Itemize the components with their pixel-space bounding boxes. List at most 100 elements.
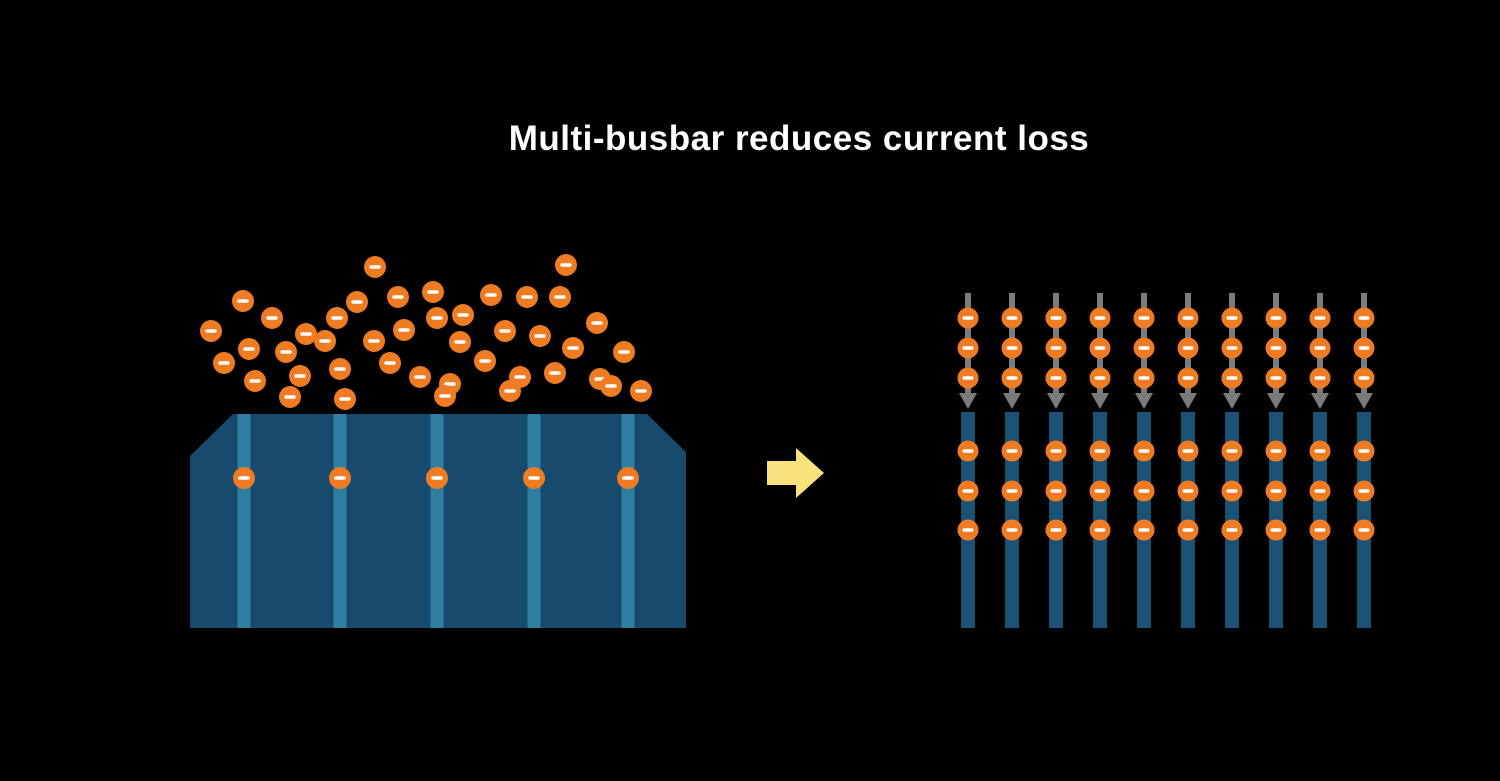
flow-arrow-head-icon: [1267, 393, 1285, 409]
minus-glyph: [479, 359, 491, 363]
electron-icon: [1177, 337, 1199, 359]
electron-icon: [1089, 480, 1111, 502]
flow-arrow-head-icon: [1091, 393, 1109, 409]
minus-glyph: [1358, 376, 1370, 380]
flow-arrow-head-icon: [1223, 393, 1241, 409]
electron-icon: [326, 307, 348, 329]
electron-icon: [1221, 307, 1243, 329]
electron-icon: [232, 290, 254, 312]
minus-glyph: [514, 375, 526, 379]
flow-arrow-head-icon: [1047, 393, 1065, 409]
electron-icon: [1133, 367, 1155, 389]
minus-glyph: [1006, 376, 1018, 380]
electron-icon: [1353, 337, 1375, 359]
electron-icon: [1221, 337, 1243, 359]
electron-icon: [1353, 440, 1375, 462]
minus-glyph: [1182, 449, 1194, 453]
minus-glyph: [591, 321, 603, 325]
electron-icon: [957, 337, 979, 359]
electron-icon: [1353, 307, 1375, 329]
minus-glyph: [962, 528, 974, 532]
electron-icon: [379, 352, 401, 374]
busbar-stripe: [237, 414, 251, 628]
electron-icon: [1265, 337, 1287, 359]
electron-icon: [1001, 480, 1023, 502]
electron-icon: [346, 291, 368, 313]
minus-glyph: [1050, 316, 1062, 320]
minus-glyph: [1226, 489, 1238, 493]
electron-icon: [474, 350, 496, 372]
electron-icon: [1309, 367, 1331, 389]
multi-busbar-cell: [957, 293, 1375, 628]
busbar-stripe: [621, 414, 635, 628]
minus-glyph: [1270, 316, 1282, 320]
electron-icon: [1309, 519, 1331, 541]
electron-icon: [957, 480, 979, 502]
minus-glyph: [1138, 528, 1150, 532]
minus-glyph: [534, 334, 546, 338]
minus-glyph: [1006, 489, 1018, 493]
minus-glyph: [1226, 316, 1238, 320]
electron-icon: [314, 330, 336, 352]
minus-glyph: [243, 347, 255, 351]
minus-glyph: [1138, 316, 1150, 320]
minus-glyph: [1006, 528, 1018, 532]
minus-glyph: [331, 316, 343, 320]
minus-glyph: [1314, 449, 1326, 453]
minus-glyph: [280, 350, 292, 354]
electron-icon: [1133, 480, 1155, 502]
electron-icon: [1265, 367, 1287, 389]
flow-arrow-head-icon: [1355, 393, 1373, 409]
electron-icon: [200, 320, 222, 342]
minus-glyph: [1094, 316, 1106, 320]
minus-glyph: [499, 329, 511, 333]
minus-glyph: [1006, 449, 1018, 453]
electron-icon: [329, 467, 351, 489]
electron-icon: [1133, 519, 1155, 541]
electron-icon: [555, 254, 577, 276]
electron-icon: [434, 385, 456, 407]
electron-icon: [549, 286, 571, 308]
electron-icon: [1089, 367, 1111, 389]
electron-icon: [1133, 307, 1155, 329]
minus-glyph: [431, 476, 443, 480]
electron-icon: [1177, 440, 1199, 462]
minus-glyph: [205, 329, 217, 333]
minus-glyph: [554, 295, 566, 299]
electron-icon: [957, 307, 979, 329]
minus-glyph: [319, 339, 331, 343]
electron-icon: [544, 362, 566, 384]
electron-icon: [1045, 337, 1067, 359]
electron-icon: [1309, 337, 1331, 359]
electron-icon: [422, 281, 444, 303]
minus-glyph: [300, 332, 312, 336]
electron-icon: [275, 341, 297, 363]
electron-icon: [1045, 519, 1067, 541]
minus-glyph: [249, 379, 261, 383]
electron-icon: [1133, 337, 1155, 359]
minus-glyph: [1050, 449, 1062, 453]
electron-icon: [499, 380, 521, 402]
minus-glyph: [1226, 346, 1238, 350]
electron-icon: [261, 307, 283, 329]
electron-icon: [516, 286, 538, 308]
minus-glyph: [549, 371, 561, 375]
minus-glyph: [351, 300, 363, 304]
minus-glyph: [454, 340, 466, 344]
electron-icon: [1353, 367, 1375, 389]
minus-glyph: [1050, 376, 1062, 380]
electron-icon: [957, 440, 979, 462]
electron-icon: [233, 467, 255, 489]
electron-icon: [1221, 367, 1243, 389]
electron-icon: [1309, 307, 1331, 329]
minus-glyph: [414, 375, 426, 379]
flow-arrow-head-icon: [1179, 393, 1197, 409]
electron-icon: [363, 330, 385, 352]
electron-icon: [529, 325, 551, 347]
electron-icon: [1045, 367, 1067, 389]
minus-glyph: [1182, 316, 1194, 320]
electron-icon: [393, 319, 415, 341]
electron-icon: [1045, 480, 1067, 502]
